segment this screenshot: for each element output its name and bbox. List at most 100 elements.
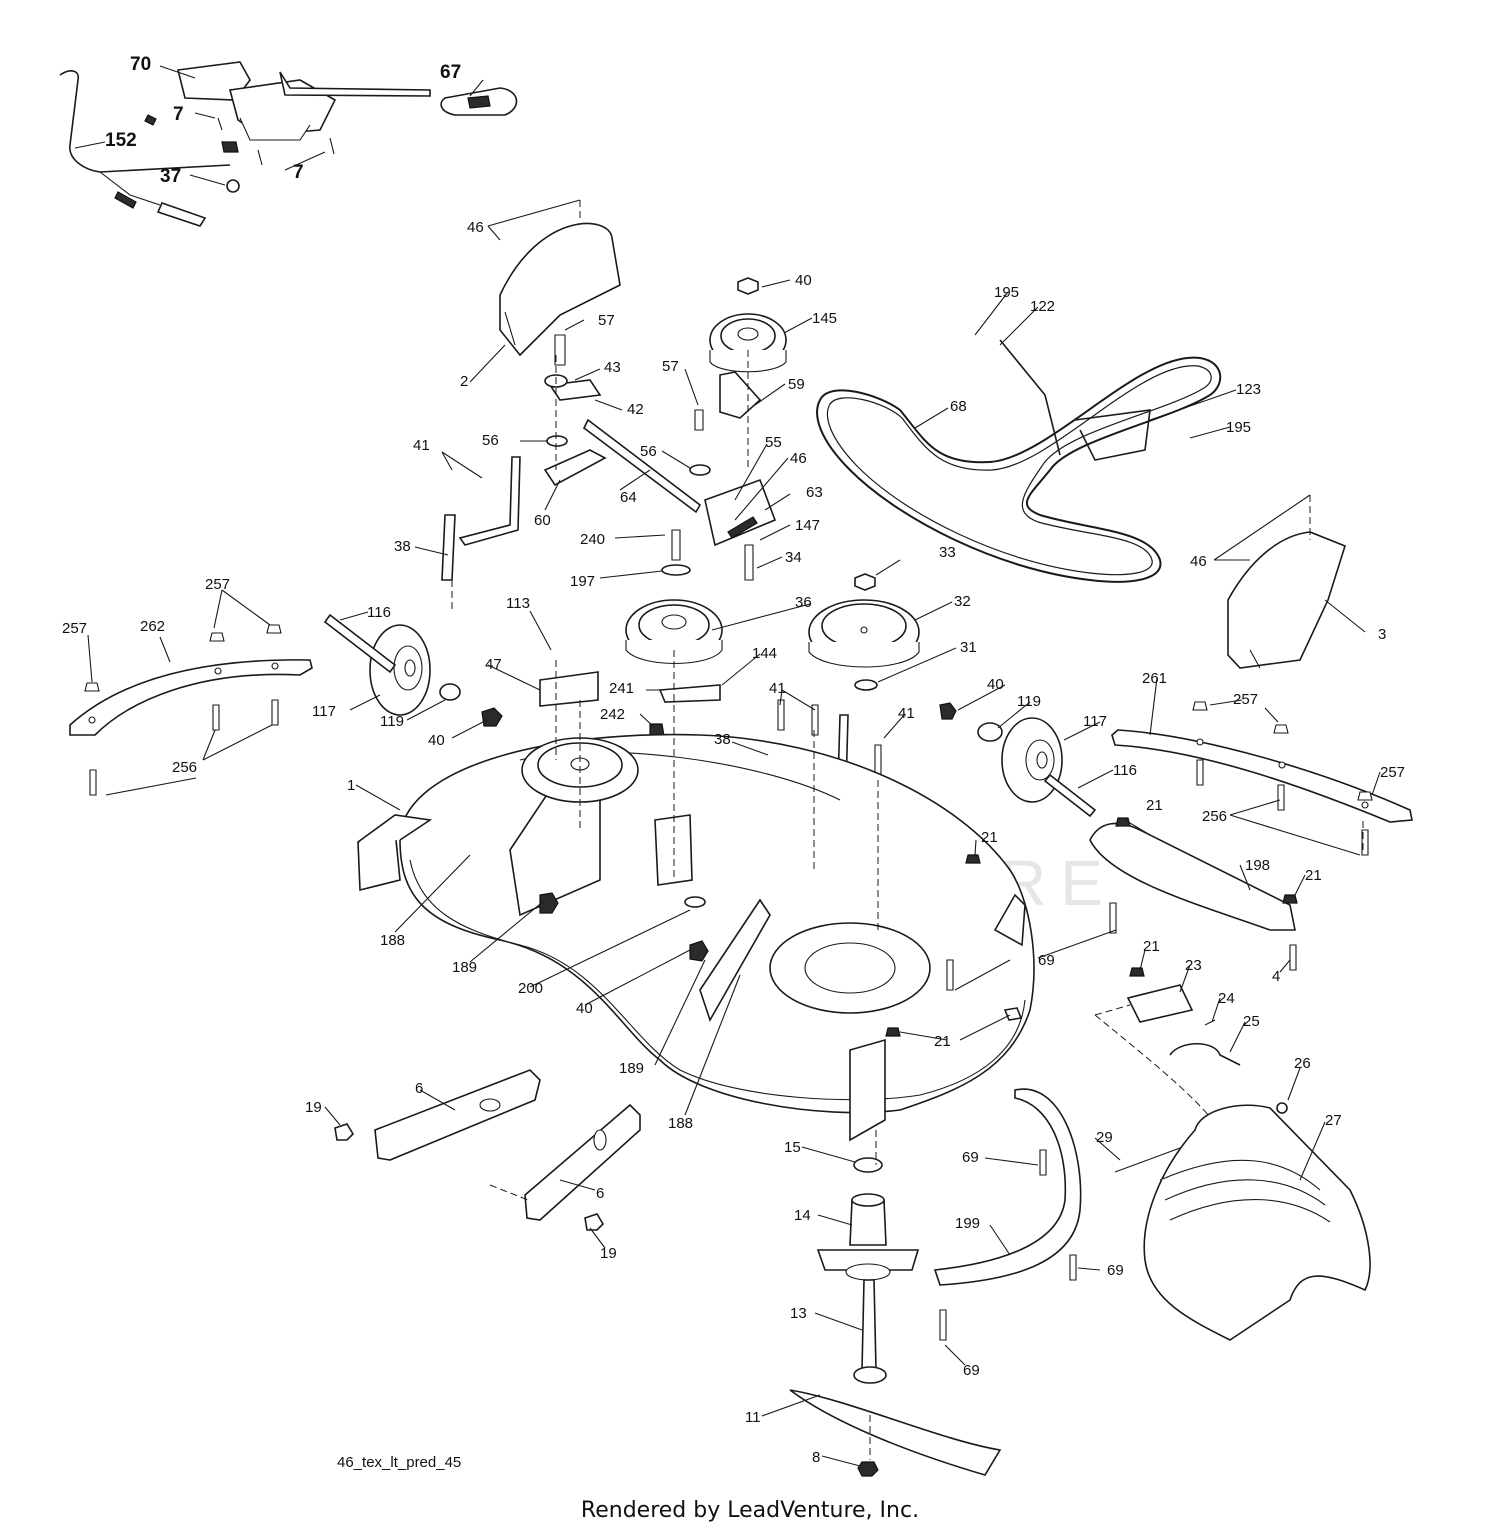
callout-69b: 69 (962, 1149, 979, 1166)
washer-200 (684, 896, 706, 908)
lift-lever-assembly (59, 61, 431, 227)
nut-21-bracket (1129, 967, 1145, 977)
callout-36: 36 (795, 594, 812, 611)
blade-11 (789, 1389, 1002, 1476)
callout-40b: 40 (428, 732, 445, 749)
callout-21a: 21 (981, 829, 998, 846)
washer-197 (661, 564, 691, 576)
callout-123: 123 (1236, 381, 1261, 398)
bolt-69-deck (946, 959, 954, 991)
callout-117b: 117 (1083, 713, 1107, 730)
gauge-wheel-117-right (1001, 717, 1063, 803)
callout-257b: 257 (62, 620, 87, 637)
callout-41c: 41 (898, 705, 915, 722)
spindle-dash (869, 1130, 877, 1460)
bolts-256-left (89, 699, 279, 796)
belt-cover-left (499, 222, 621, 357)
callout-27: 27 (1325, 1112, 1342, 1129)
callout-195b: 195 (1226, 419, 1251, 436)
callout-55: 55 (765, 434, 782, 451)
callout-56b: 56 (640, 443, 657, 460)
blade-bolt-8 (857, 1461, 879, 1477)
callout-145: 145 (812, 310, 837, 327)
callout-19b: 19 (600, 1245, 617, 1262)
callout-8: 8 (812, 1449, 820, 1466)
screws-7 (217, 117, 335, 166)
leader-lines (74, 65, 1381, 1467)
callout-labels: 70 67 7 152 37 7 46 2 57 43 42 56 60 64 … (62, 54, 1405, 1466)
callout-59: 59 (788, 376, 805, 393)
callout-113: 113 (506, 595, 530, 612)
callout-41b: 41 (769, 680, 786, 697)
callout-200: 200 (518, 980, 543, 997)
callout-25: 25 (1243, 1013, 1260, 1030)
chute-dash-lines (1094, 1004, 1221, 1131)
callout-37: 37 (160, 166, 181, 187)
bracket-144 (658, 684, 721, 703)
rod-29 (1114, 1147, 1181, 1173)
callout-21d: 21 (1305, 867, 1322, 884)
gauge-wheel-117-left (369, 624, 431, 716)
washer-15 (853, 1157, 883, 1173)
washer-56b (689, 464, 711, 476)
idler-arm-assembly (543, 379, 777, 547)
washer-119-right (977, 722, 1003, 742)
callout-69d: 69 (963, 1362, 980, 1379)
bolts-69-baffle (939, 1149, 1077, 1341)
callout-240: 240 (580, 531, 605, 548)
callout-38b: 38 (714, 731, 731, 748)
nut-40-top (737, 277, 759, 295)
callout-40c: 40 (987, 676, 1004, 693)
idler-pulley-145 (709, 313, 787, 373)
callout-41a: 41 (413, 437, 430, 454)
lift-knob (440, 87, 518, 116)
bracket-59 (719, 371, 762, 419)
callout-46c: 46 (1190, 553, 1207, 570)
washer-37 (226, 179, 240, 193)
hanger-dash (489, 1184, 529, 1201)
callout-21e: 21 (1143, 938, 1160, 955)
callout-68: 68 (950, 398, 967, 415)
callout-57a: 57 (598, 312, 615, 329)
chute-deflector-198 (1089, 822, 1296, 931)
bolt-19-lower (584, 1213, 605, 1231)
callout-23: 23 (1185, 957, 1202, 974)
gauge-bracket-262 (69, 659, 313, 736)
nuts-21-chute (1115, 817, 1298, 904)
callout-40d: 40 (576, 1000, 593, 1017)
callout-6a: 6 (415, 1080, 423, 1097)
callout-31: 31 (960, 639, 977, 656)
callout-152: 152 (105, 130, 137, 151)
idler-pulley-36 (625, 599, 723, 664)
bracket-23 (1126, 984, 1194, 1023)
callout-64: 64 (620, 489, 637, 506)
callout-241: 241 (609, 680, 634, 697)
deck-hanger-6-upper (374, 1069, 541, 1161)
spindle-pulley-hub (853, 1366, 887, 1384)
callout-46a: 46 (467, 219, 484, 236)
belt-cover-right (1227, 531, 1346, 669)
alignment-dash-lines (451, 200, 1364, 930)
callout-57b: 57 (662, 358, 679, 375)
callout-6b: 6 (596, 1185, 604, 1202)
callout-1: 1 (347, 777, 355, 794)
callout-257d: 257 (1380, 764, 1405, 781)
axle-bolt-116-left (323, 613, 397, 674)
callout-147: 147 (795, 517, 820, 534)
callout-42: 42 (627, 401, 644, 418)
callout-119a: 119 (380, 713, 404, 730)
nuts-257-right (1192, 701, 1373, 801)
callout-24: 24 (1218, 990, 1235, 1007)
callout-7a: 7 (173, 104, 184, 125)
callout-256b: 256 (1202, 808, 1227, 825)
callout-69a: 69 (1038, 952, 1055, 969)
nut-40-right (939, 702, 957, 720)
callout-63: 63 (806, 484, 823, 501)
spring-25 (1169, 1043, 1241, 1066)
callout-7b: 7 (293, 162, 304, 183)
bolts-57-240-34 (554, 334, 754, 581)
callout-117a: 117 (312, 703, 336, 720)
diagram-code-label: 46_tex_lt_pred_45 (337, 1454, 462, 1471)
nuts-257-left (84, 624, 282, 692)
